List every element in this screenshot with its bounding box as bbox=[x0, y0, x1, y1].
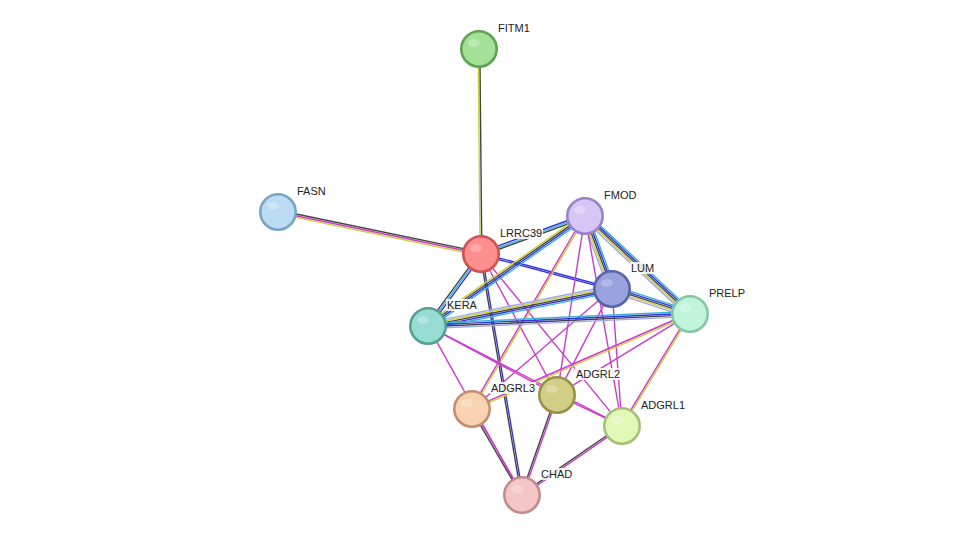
protein-label: LRRC39 bbox=[499, 227, 543, 239]
node-circle-shape bbox=[566, 197, 604, 235]
node-highlight bbox=[679, 304, 691, 312]
interaction-edge bbox=[487, 320, 675, 403]
node-highlight bbox=[511, 485, 523, 493]
evidence-line bbox=[536, 435, 608, 485]
evidence-line bbox=[628, 296, 674, 311]
node-circle-shape bbox=[453, 390, 491, 428]
protein-node: KERA bbox=[409, 307, 447, 345]
protein-node: ADGRL2 bbox=[538, 376, 576, 414]
protein-label: KERA bbox=[446, 299, 478, 311]
evidence-line bbox=[488, 322, 675, 403]
interaction-edge bbox=[536, 435, 609, 486]
evidence-line bbox=[572, 323, 676, 386]
protein-node: LUM bbox=[593, 270, 631, 308]
evidence-line bbox=[485, 271, 520, 478]
node-highlight bbox=[267, 202, 279, 210]
node-circle bbox=[567, 198, 602, 233]
node-highlight bbox=[546, 385, 558, 393]
node-circle bbox=[454, 391, 489, 426]
evidence-line bbox=[445, 317, 673, 327]
node-circle bbox=[539, 377, 574, 412]
protein-label: ADGRL2 bbox=[575, 368, 621, 380]
node-circle-shape bbox=[409, 307, 447, 345]
protein-label: LUM bbox=[630, 262, 655, 274]
protein-node: ADGRL1 bbox=[603, 407, 641, 445]
node-circle bbox=[463, 236, 498, 271]
node-circle bbox=[461, 31, 496, 66]
node-circle bbox=[604, 408, 639, 443]
interaction-edge bbox=[445, 312, 673, 328]
node-highlight bbox=[417, 316, 429, 324]
protein-node: LRRC39 bbox=[462, 235, 500, 273]
protein-label: CHAD bbox=[540, 468, 573, 480]
evidence-line bbox=[444, 289, 595, 319]
interaction-edge bbox=[485, 300, 599, 398]
node-circle-shape bbox=[603, 407, 641, 445]
evidence-line bbox=[572, 402, 606, 418]
interaction-edge bbox=[572, 323, 676, 386]
interaction-edge bbox=[436, 341, 513, 480]
evidence-line bbox=[445, 316, 673, 326]
node-circle-shape bbox=[460, 30, 498, 68]
node-circle bbox=[410, 308, 445, 343]
evidence-line bbox=[480, 424, 513, 481]
evidence-line bbox=[498, 223, 570, 249]
node-circle-shape bbox=[593, 270, 631, 308]
node-circle bbox=[504, 477, 539, 512]
evidence-line bbox=[560, 233, 583, 378]
node-highlight bbox=[601, 279, 613, 287]
protein-label: FASN bbox=[296, 185, 327, 197]
node-highlight bbox=[470, 244, 482, 252]
protein-node: ADGRL3 bbox=[453, 390, 491, 428]
evidence-line bbox=[627, 297, 673, 312]
node-highlight bbox=[574, 206, 586, 214]
protein-label: PRELP bbox=[708, 287, 746, 299]
node-circle-shape bbox=[671, 295, 709, 333]
evidence-line bbox=[295, 214, 465, 249]
evidence-line bbox=[481, 423, 514, 480]
protein-label: FMOD bbox=[603, 189, 637, 201]
protein-node: FITM1 bbox=[460, 30, 498, 68]
interaction-edge bbox=[483, 271, 520, 479]
evidence-line bbox=[480, 66, 482, 237]
evidence-line bbox=[485, 300, 599, 398]
protein-node: FMOD bbox=[566, 197, 604, 235]
node-circle bbox=[672, 296, 707, 331]
evidence-line bbox=[536, 436, 608, 486]
node-circle bbox=[260, 194, 295, 229]
node-highlight bbox=[611, 416, 623, 424]
node-highlight bbox=[468, 39, 480, 47]
protein-node: CHAD bbox=[503, 476, 541, 514]
node-circle bbox=[594, 271, 629, 306]
protein-label: ADGRL1 bbox=[640, 399, 686, 411]
evidence-line bbox=[295, 215, 465, 250]
evidence-line bbox=[441, 225, 570, 315]
node-circle-shape bbox=[538, 376, 576, 414]
interaction-edge bbox=[572, 402, 606, 418]
node-circle-shape bbox=[503, 476, 541, 514]
interaction-edge bbox=[478, 66, 481, 237]
protein-node: FASN bbox=[259, 193, 297, 231]
protein-label: FITM1 bbox=[497, 22, 531, 34]
node-highlight bbox=[461, 399, 473, 407]
node-circle-shape bbox=[259, 193, 297, 231]
protein-node: PRELP bbox=[671, 295, 709, 333]
interaction-edge bbox=[480, 423, 514, 480]
evidence-line bbox=[628, 294, 674, 309]
evidence-line bbox=[588, 233, 603, 274]
evidence-line bbox=[436, 341, 513, 480]
node-circle-shape bbox=[462, 235, 500, 273]
protein-label: ADGRL3 bbox=[490, 382, 536, 394]
evidence-line bbox=[440, 224, 569, 314]
evidence-line bbox=[294, 217, 464, 252]
interaction-edge bbox=[627, 291, 675, 312]
interaction-edge bbox=[560, 233, 583, 378]
interaction-edge bbox=[294, 214, 464, 252]
